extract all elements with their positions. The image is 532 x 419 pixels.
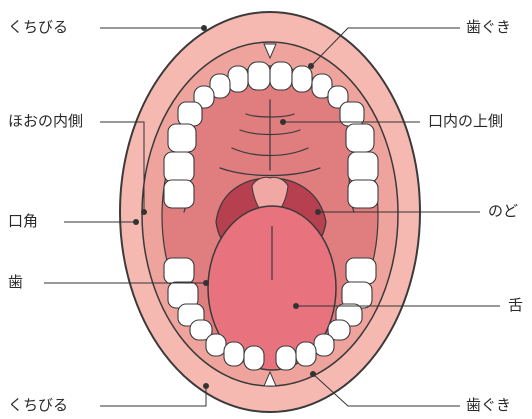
label-lips-top: くちびる	[8, 20, 68, 35]
label-palate: 口内の上側	[428, 114, 503, 129]
label-gums-bottom: 歯ぐき	[466, 398, 511, 413]
label-tongue: 舌	[508, 298, 523, 313]
label-throat: のど	[488, 204, 518, 219]
label-gums-top: 歯ぐき	[466, 20, 511, 35]
label-teeth: 歯	[8, 275, 23, 290]
label-cheek-inner: ほおの内側	[8, 114, 83, 129]
label-mouth-corner: 口角	[8, 214, 38, 229]
label-lips-bottom: くちびる	[8, 398, 68, 413]
